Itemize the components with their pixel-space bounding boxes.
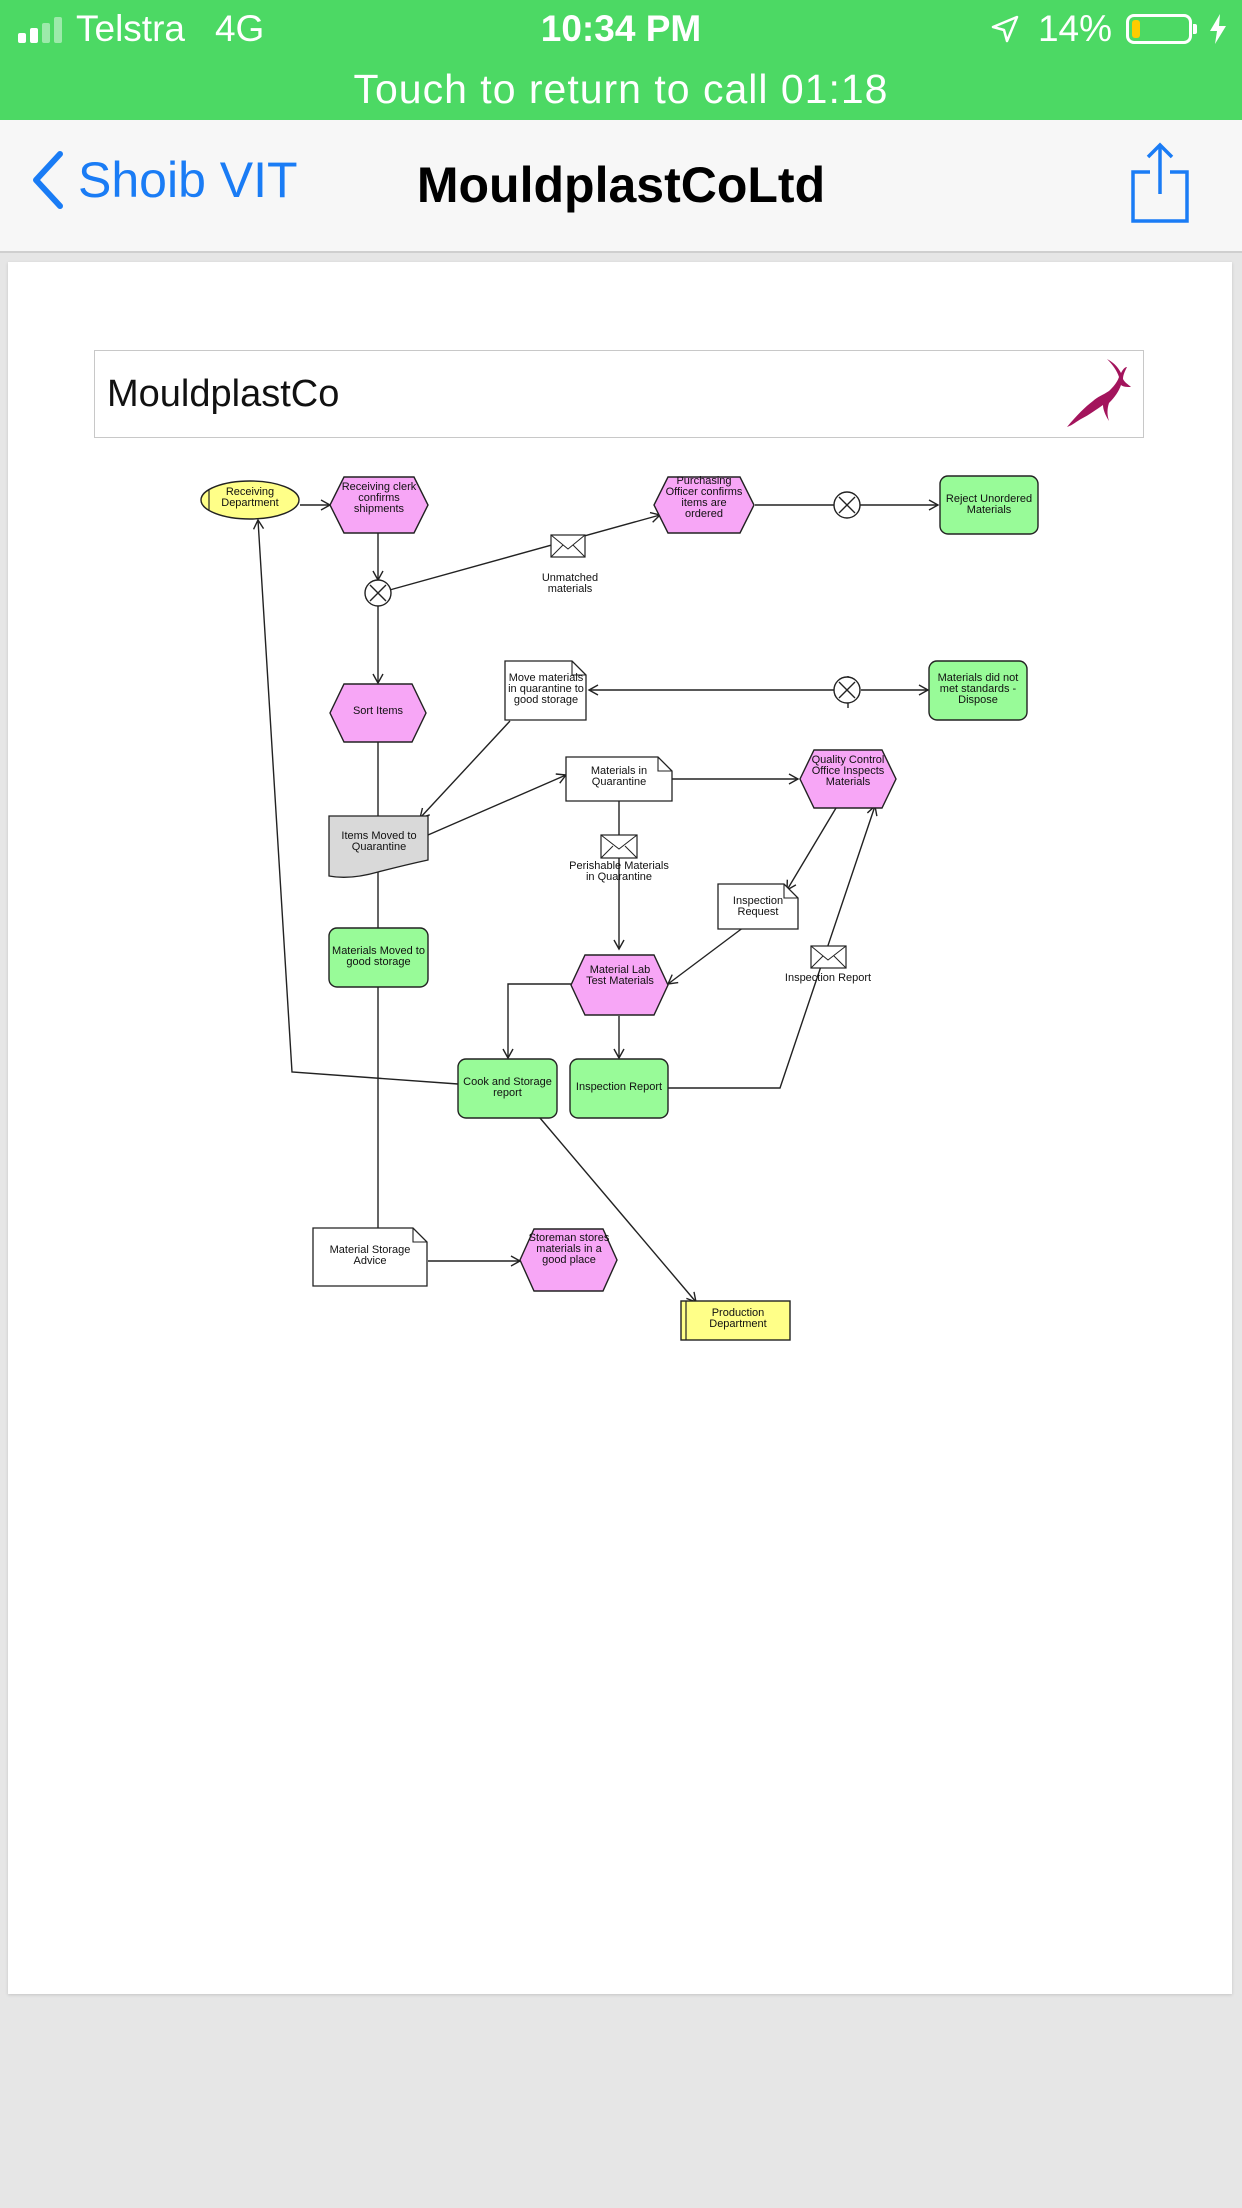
node-label: Perishable Materials in Quarantine (569, 861, 669, 883)
node-materials-in-quarantine[interactable]: Materials in Quarantine (565, 756, 673, 802)
node-label: Quality Control Office Inspects Material… (811, 755, 885, 788)
node-label: Cook and Storage report (463, 1077, 552, 1099)
node-label: Inspection Request (732, 896, 784, 918)
gazelle-logo (1067, 359, 1131, 427)
return-to-call-banner[interactable]: Touch to return to call 01:18 (353, 66, 889, 112)
node-receiving-clerk[interactable]: Receiving clerk confirms shipments (329, 476, 429, 534)
node-unmatched-materials[interactable]: Unmatched materials (520, 534, 620, 599)
node-storeman-stores[interactable]: Storeman stores materials in a good plac… (519, 1228, 618, 1292)
node-label: Items Moved to Quarantine (341, 831, 417, 853)
document-header: MouldplastCo (94, 350, 1144, 438)
node-sort-items[interactable]: Sort Items (329, 683, 427, 743)
node-label: Receiving clerk confirms shipments (341, 481, 417, 515)
node-materials-moved-good[interactable]: Materials Moved to good storage (328, 927, 429, 988)
chevron-left-icon (33, 151, 63, 209)
xor-connector (833, 676, 861, 704)
node-label: Purchasing Officer confirms items are or… (665, 476, 743, 520)
status-bar: Telstra 4G 10:34 PM 14% Touch to return … (0, 0, 1242, 120)
share-button[interactable] (1130, 142, 1190, 229)
node-label: Materials Moved to good storage (332, 946, 425, 968)
document-page[interactable]: MouldplastCo (8, 262, 1232, 1994)
share-icon (1131, 142, 1189, 223)
battery-percent: 14% (1037, 8, 1112, 49)
carrier-info: Telstra 4G (18, 8, 264, 50)
node-production-department[interactable]: Production Department (680, 1300, 791, 1341)
node-quality-control[interactable]: Quality Control Office Inspects Material… (799, 749, 897, 809)
node-reject-unordered[interactable]: Reject Unordered Materials (939, 475, 1039, 535)
node-label: Receiving Department (221, 487, 279, 509)
node-label: Storeman stores materials in a good plac… (528, 1233, 610, 1266)
node-label: Inspection Report (575, 1082, 663, 1093)
node-inspection-request[interactable]: Inspection Request (717, 883, 799, 930)
back-button-label: Shoib VIT (78, 152, 298, 208)
node-items-moved-quarantine[interactable]: Items Moved to Quarantine (328, 815, 429, 878)
status-time: 10:34 PM (540, 8, 702, 49)
battery-level-fill (1132, 20, 1140, 38)
node-receiving-department[interactable]: Receiving Department (200, 480, 300, 520)
navigation-bar: Shoib VIT MouldplastCoLtd (0, 120, 1242, 253)
node-inspection-report-msg[interactable]: Inspection Report (768, 945, 888, 989)
node-label: Materials did not met standards - Dispos… (937, 673, 1019, 706)
node-label: Sort Items (352, 706, 404, 717)
carrier-name: Telstra (76, 8, 185, 49)
network-type: 4G (214, 8, 265, 49)
node-cook-storage-report[interactable]: Cook and Storage report (457, 1058, 558, 1119)
signal-strength-icon (18, 15, 62, 43)
page-title: MouldplastCoLtd (416, 157, 826, 213)
node-materials-did-not-meet[interactable]: Materials did not met standards - Dispos… (928, 660, 1028, 721)
node-material-lab-test[interactable]: Material Lab Test Materials (570, 954, 669, 1016)
node-move-materials-doc[interactable]: Move materials in quarantine to good sto… (504, 660, 587, 721)
node-label: Material Lab Test Materials (586, 965, 654, 987)
node-inspection-report[interactable]: Inspection Report (569, 1058, 669, 1119)
node-label: Inspection Report (784, 973, 872, 984)
back-button[interactable]: Shoib VIT (30, 150, 298, 210)
battery-icon (1126, 14, 1197, 44)
node-label: Materials in Quarantine (590, 766, 648, 788)
xor-connector (833, 491, 861, 519)
node-label: Unmatched materials (541, 573, 599, 595)
node-label: Reject Unordered Materials (945, 494, 1033, 516)
node-purchasing-officer[interactable]: Purchasing Officer confirms items are or… (653, 476, 755, 534)
node-label: Move materials in quarantine to good sto… (508, 673, 584, 706)
node-label: Production Department (709, 1308, 767, 1330)
document-header-title: MouldplastCo (107, 373, 340, 415)
charging-bolt-icon (1210, 14, 1226, 44)
location-arrow-icon (991, 15, 1019, 43)
xor-connector (364, 579, 392, 607)
node-material-storage-advice[interactable]: Material Storage Advice (312, 1227, 428, 1287)
node-label: Material Storage Advice (329, 1245, 411, 1267)
node-perishable-materials[interactable]: Perishable Materials in Quarantine (569, 834, 669, 899)
status-right: 14% (990, 8, 1228, 50)
